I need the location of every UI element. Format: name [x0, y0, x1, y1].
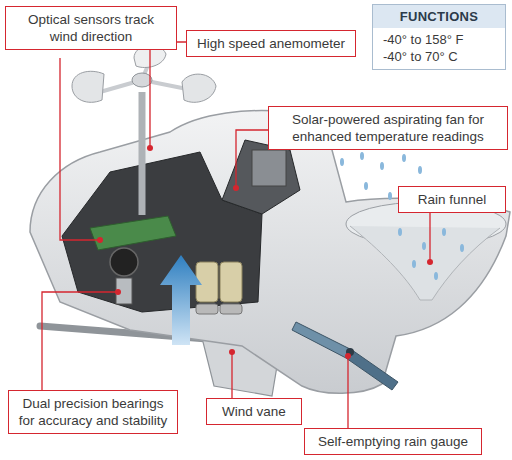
anemometer-cup	[72, 71, 104, 102]
anemometer-hub	[132, 73, 152, 87]
leader-lines	[42, 42, 430, 428]
anemometer-cup	[182, 74, 216, 102]
rain-drop	[360, 152, 364, 160]
callout-box: Self-emptying rain gauge	[304, 428, 482, 455]
rain-drop	[380, 162, 384, 170]
precision-bearings	[116, 278, 132, 304]
leader-dot	[97, 237, 103, 243]
leader-line	[236, 130, 268, 188]
callout-box: Rain funnel	[398, 186, 506, 213]
callout-text: High speed anemometer	[194, 35, 348, 52]
rain-drop	[388, 192, 392, 200]
callout-text: Self-emptying rain gauge	[312, 433, 474, 450]
airflow-arrow	[160, 255, 202, 345]
aspirating-fan	[252, 150, 286, 186]
leader-dot	[229, 349, 235, 355]
leader-line	[150, 42, 186, 148]
callout-box: Dual precision bearings for accuracy and…	[8, 390, 178, 434]
functions-panel: FUNCTIONS -40° to 158° F-40° to 70° C	[372, 4, 506, 70]
rain-drop	[340, 158, 344, 166]
callout-box: Solar-powered aspirating fan for enhance…	[268, 106, 508, 150]
rain-drop	[418, 166, 422, 174]
leader-line	[429, 212, 430, 262]
battery-end	[220, 304, 242, 314]
battery	[220, 262, 242, 302]
leader-line	[347, 356, 348, 428]
temperature-range: -40° to 70° C	[373, 48, 505, 65]
temperature-range: -40° to 158° F	[373, 31, 505, 48]
callout-text: Dual precision bearings for accuracy and…	[16, 395, 170, 429]
leader-line	[42, 292, 118, 390]
fan-chamber	[222, 140, 300, 214]
optical-sensor-disc	[110, 248, 138, 276]
rain-drop	[412, 260, 416, 268]
leader-dot	[427, 259, 433, 265]
leader-line	[60, 58, 100, 240]
leader-line	[231, 352, 232, 398]
callout-box: Wind vane	[206, 398, 302, 425]
leader-dot	[147, 145, 153, 151]
sensor-circuit-board	[90, 216, 176, 250]
leader-dot	[233, 185, 239, 191]
rain-drop	[422, 242, 426, 250]
callout-box: High speed anemometer	[186, 30, 356, 57]
leader-dot	[115, 289, 121, 295]
rain-drop	[460, 244, 464, 252]
panel-heading: FUNCTIONS	[373, 5, 505, 28]
leader-dot	[345, 353, 351, 359]
callout-text: Rain funnel	[406, 191, 498, 208]
callout-box: Optical sensors track wind direction	[5, 6, 177, 50]
station-housing	[30, 111, 510, 394]
battery-end	[196, 304, 218, 314]
funnel-cone	[350, 226, 500, 300]
rain-drop	[442, 228, 446, 236]
rain-drop	[398, 228, 402, 236]
tipping-bucket	[346, 350, 398, 390]
callout-text: Solar-powered aspirating fan for enhance…	[276, 111, 500, 145]
rain-drop	[402, 154, 406, 162]
rain-drop	[434, 272, 438, 280]
callout-text: Optical sensors track wind direction	[13, 11, 169, 45]
anemometer-shaft	[139, 92, 146, 215]
leader-dots	[97, 145, 433, 359]
tipping-bucket	[292, 322, 352, 358]
rain-drop	[364, 182, 368, 190]
callout-text: Wind vane	[214, 403, 294, 420]
